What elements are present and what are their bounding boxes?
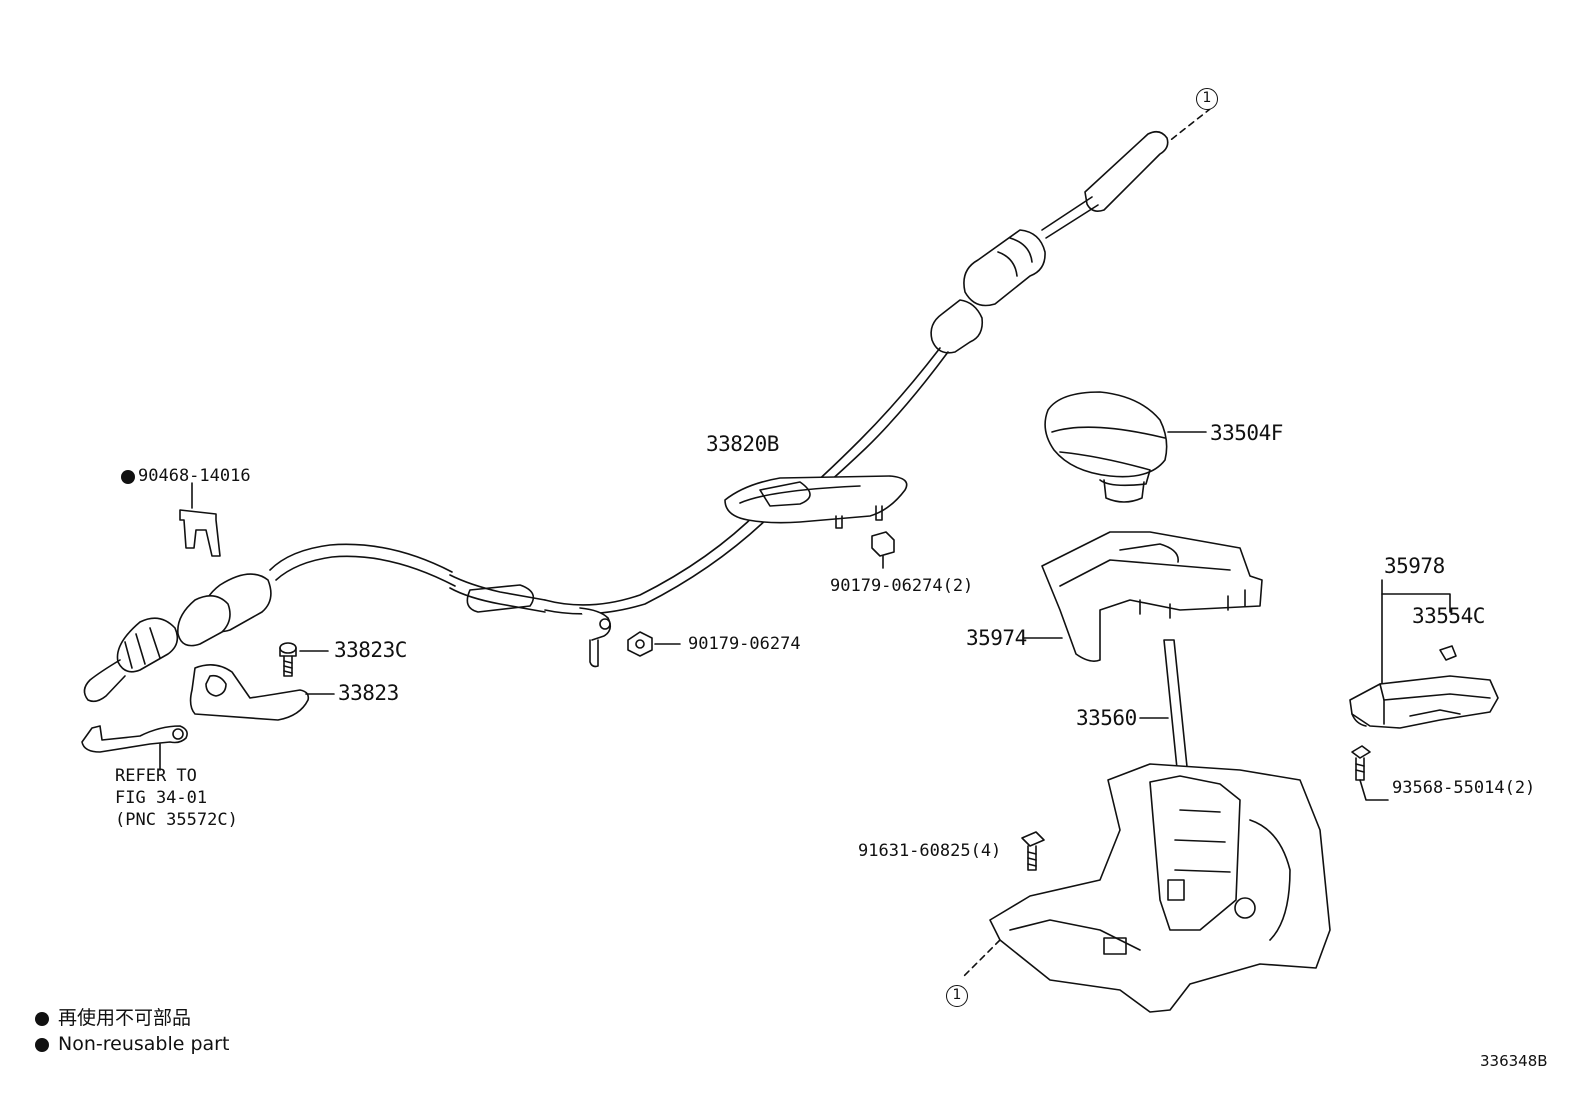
callout-35978: 35978: [1384, 554, 1445, 578]
clip-part: [179, 482, 221, 557]
callout-90179-06274-2: 90179-06274(2): [830, 576, 974, 596]
connector-marker-bottom: 1: [946, 985, 968, 1007]
legend-dot-icon: [35, 1012, 49, 1026]
refer-note-line1: REFER TO: [115, 766, 197, 786]
screw-part: [1021, 831, 1045, 871]
figure-id: 336348B: [1480, 1052, 1548, 1070]
module-part: [1349, 579, 1499, 801]
callout-33823C: 33823C: [334, 638, 407, 662]
legend-english: Non-reusable part: [58, 1033, 230, 1055]
refer-note-line3: (PNC 35572C): [115, 810, 238, 830]
callout-33504F: 33504F: [1210, 421, 1283, 445]
callout-91631-60825-4: 91631-60825(4): [858, 841, 1002, 861]
non-reusable-mark-icon: [121, 470, 135, 484]
callout-90179-06274: 90179-06274: [688, 634, 801, 654]
callout-35974: 35974: [966, 626, 1027, 650]
indicator-housing-part: [1022, 531, 1263, 662]
shift-cable: [83, 108, 1211, 703]
shift-arm-part: [81, 725, 188, 771]
legend-japanese: 再使用不可部品: [58, 1007, 192, 1029]
callout-90468-14016: 90468-14016: [138, 466, 251, 486]
callout-33823: 33823: [338, 681, 399, 705]
callout-93568-55014-2: 93568-55014(2): [1392, 778, 1536, 798]
connector-marker-top: 1: [1196, 88, 1218, 110]
legend-dot-icon: [35, 1038, 49, 1052]
nut-part-lower: [627, 631, 681, 657]
callout-33820B: 33820B: [706, 432, 779, 456]
bolt-part: [279, 642, 329, 677]
callout-33554C: 33554C: [1412, 604, 1485, 628]
nut-part-upper: [871, 531, 895, 569]
bracket-part: [189, 664, 335, 721]
shift-knob-part: [1044, 391, 1207, 503]
callout-33560: 33560: [1076, 706, 1137, 730]
shift-lever-assembly-part: [963, 639, 1331, 1013]
refer-note-line2: FIG 34-01: [115, 788, 208, 808]
